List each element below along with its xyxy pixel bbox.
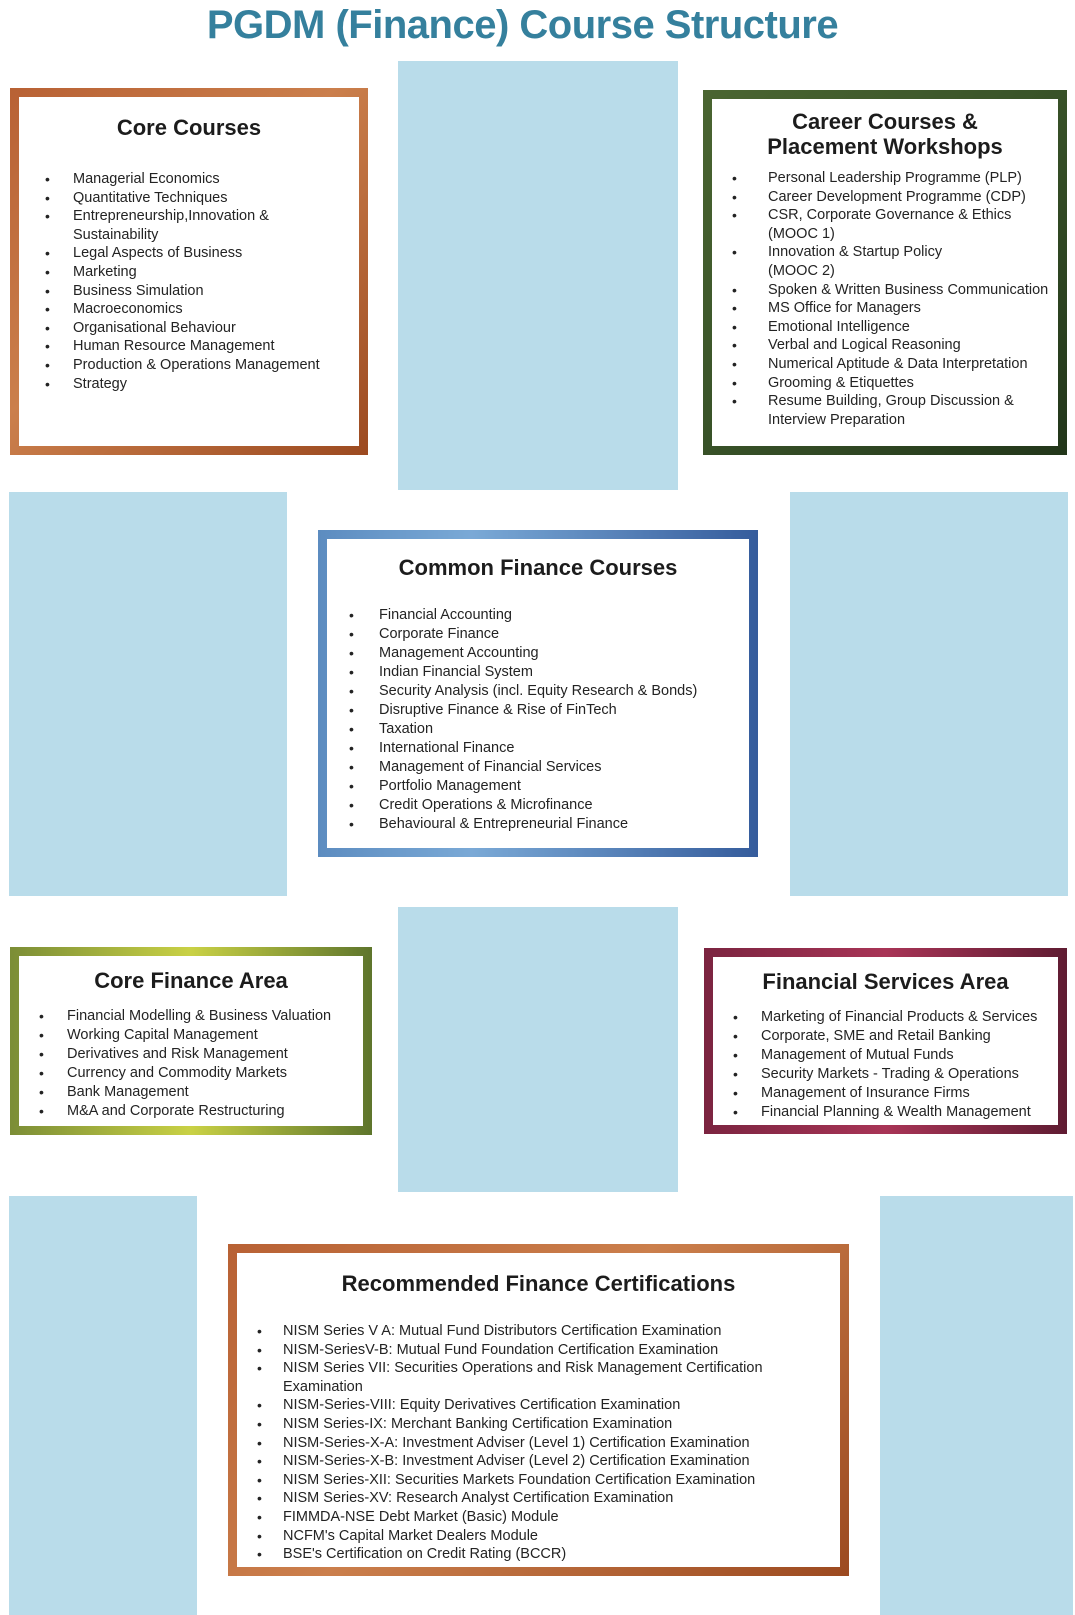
core-finance-area-list: Financial Modelling & Business Valuation…: [25, 1007, 357, 1121]
list-item: Macroeconomics: [45, 300, 353, 319]
background-block-bottom-right: [880, 1196, 1073, 1615]
list-item: NISM-SeriesV-B: Mutual Fund Foundation C…: [257, 1341, 834, 1360]
list-item: Strategy: [45, 375, 353, 394]
list-item: Marketing: [45, 263, 353, 282]
list-item: Taxation: [349, 720, 743, 739]
list-item: NCFM's Capital Market Dealers Module: [257, 1527, 834, 1546]
core-courses-box-inner: Core Courses Managerial EconomicsQuantit…: [19, 97, 359, 446]
list-item: International Finance: [349, 739, 743, 758]
finance-certifications-box-inner: Recommended Finance Certifications NISM …: [237, 1253, 840, 1567]
list-item: Financial Planning & Wealth Management: [733, 1103, 1052, 1122]
list-item: M&A and Corporate Restructuring: [39, 1102, 357, 1121]
core-courses-list: Managerial EconomicsQuantitative Techniq…: [25, 170, 353, 393]
list-item: NISM-Series-VIII: Equity Derivatives Cer…: [257, 1396, 834, 1415]
list-item: Bank Management: [39, 1083, 357, 1102]
finance-certifications-title: Recommended Finance Certifications: [341, 1271, 736, 1296]
financial-services-area-box-inner: Financial Services Area Marketing of Fin…: [713, 957, 1058, 1125]
list-item: Business Simulation: [45, 282, 353, 301]
core-courses-box: Core Courses Managerial EconomicsQuantit…: [10, 88, 368, 455]
list-item: Legal Aspects of Business: [45, 244, 353, 263]
list-item: Financial Accounting: [349, 606, 743, 625]
background-block-top-center: [398, 61, 678, 490]
list-item: Indian Financial System: [349, 663, 743, 682]
common-finance-list: Financial AccountingCorporate FinanceMan…: [333, 606, 743, 834]
list-item: CSR, Corporate Governance & Ethics (MOOC…: [732, 206, 1052, 243]
list-item: NISM Series-XV: Research Analyst Certifi…: [257, 1489, 834, 1508]
list-item: Management of Financial Services: [349, 758, 743, 777]
list-item: NISM Series-IX: Merchant Banking Certifi…: [257, 1415, 834, 1434]
common-finance-title: Common Finance Courses: [398, 555, 678, 580]
common-finance-box: Common Finance Courses Financial Account…: [318, 530, 758, 857]
core-courses-title: Core Courses: [116, 115, 262, 140]
list-item: Verbal and Logical Reasoning: [732, 336, 1052, 355]
background-block-mid-right: [790, 492, 1068, 896]
list-item: Personal Leadership Programme (PLP): [732, 169, 1052, 188]
list-item: MS Office for Managers: [732, 299, 1052, 318]
list-item: NISM Series-XII: Securities Markets Foun…: [257, 1471, 834, 1490]
career-courses-list: Personal Leadership Programme (PLP)Caree…: [718, 169, 1052, 429]
financial-services-area-box: Financial Services Area Marketing of Fin…: [704, 948, 1067, 1134]
list-item: Management of Mutual Funds: [733, 1046, 1052, 1065]
list-item: BSE's Certification on Credit Rating (BC…: [257, 1545, 834, 1564]
list-item: Grooming & Etiquettes: [732, 374, 1052, 393]
list-item: Emotional Intelligence: [732, 318, 1052, 337]
list-item: Financial Modelling & Business Valuation: [39, 1007, 357, 1026]
list-item: Managerial Economics: [45, 170, 353, 189]
financial-services-area-title: Financial Services Area: [762, 969, 1009, 994]
list-item: Organisational Behaviour: [45, 319, 353, 338]
list-item: FIMMDA-NSE Debt Market (Basic) Module: [257, 1508, 834, 1527]
list-item: Behavioural & Entrepreneurial Finance: [349, 815, 743, 834]
core-finance-area-title: Core Finance Area: [94, 968, 288, 993]
background-block-bottom-left: [9, 1196, 197, 1615]
background-block-mid-center: [398, 907, 678, 1192]
list-item: Spoken & Written Business Communication: [732, 281, 1052, 300]
page-title: PGDM (Finance) Course Structure: [206, 3, 839, 47]
list-item: Numerical Aptitude & Data Interpretation: [732, 355, 1052, 374]
list-item: Working Capital Management: [39, 1026, 357, 1045]
list-item: Career Development Programme (CDP): [732, 188, 1052, 207]
list-item: Disruptive Finance & Rise of FinTech: [349, 701, 743, 720]
list-item: NISM Series V A: Mutual Fund Distributor…: [257, 1322, 834, 1341]
list-item: Corporate Finance: [349, 625, 743, 644]
list-item: Security Analysis (incl. Equity Research…: [349, 682, 743, 701]
list-item: NISM-Series-X-A: Investment Adviser (Lev…: [257, 1434, 834, 1453]
list-item: Resume Building, Group Discussion & Inte…: [732, 392, 1052, 429]
list-item: Production & Operations Management: [45, 356, 353, 375]
career-courses-box-inner: Career Courses & Placement Workshops Per…: [712, 99, 1058, 446]
list-item: Quantitative Techniques: [45, 189, 353, 208]
list-item: Entrepreneurship,Innovation & Sustainabi…: [45, 207, 353, 244]
list-item: Credit Operations & Microfinance: [349, 796, 743, 815]
list-item: Portfolio Management: [349, 777, 743, 796]
background-block-mid-left: [9, 492, 287, 896]
career-courses-box: Career Courses & Placement Workshops Per…: [703, 90, 1067, 455]
finance-certifications-list: NISM Series V A: Mutual Fund Distributor…: [243, 1322, 834, 1564]
list-item: NISM Series VII: Securities Operations a…: [257, 1359, 834, 1396]
common-finance-box-inner: Common Finance Courses Financial Account…: [327, 539, 749, 848]
core-finance-area-box-inner: Core Finance Area Financial Modelling & …: [19, 956, 363, 1126]
list-item: Innovation & Startup Policy (MOOC 2): [732, 243, 1052, 280]
list-item: Marketing of Financial Products & Servic…: [733, 1008, 1052, 1027]
list-item: Corporate, SME and Retail Banking: [733, 1027, 1052, 1046]
list-item: Security Markets - Trading & Operations: [733, 1065, 1052, 1084]
list-item: Management Accounting: [349, 644, 743, 663]
finance-certifications-box: Recommended Finance Certifications NISM …: [228, 1244, 849, 1576]
list-item: NISM-Series-X-B: Investment Adviser (Lev…: [257, 1452, 834, 1471]
career-courses-title: Career Courses & Placement Workshops: [767, 109, 1003, 159]
list-item: Derivatives and Risk Management: [39, 1045, 357, 1064]
list-item: Currency and Commodity Markets: [39, 1064, 357, 1083]
financial-services-area-list: Marketing of Financial Products & Servic…: [719, 1008, 1052, 1122]
core-finance-area-box: Core Finance Area Financial Modelling & …: [10, 947, 372, 1135]
list-item: Management of Insurance Firms: [733, 1084, 1052, 1103]
list-item: Human Resource Management: [45, 337, 353, 356]
